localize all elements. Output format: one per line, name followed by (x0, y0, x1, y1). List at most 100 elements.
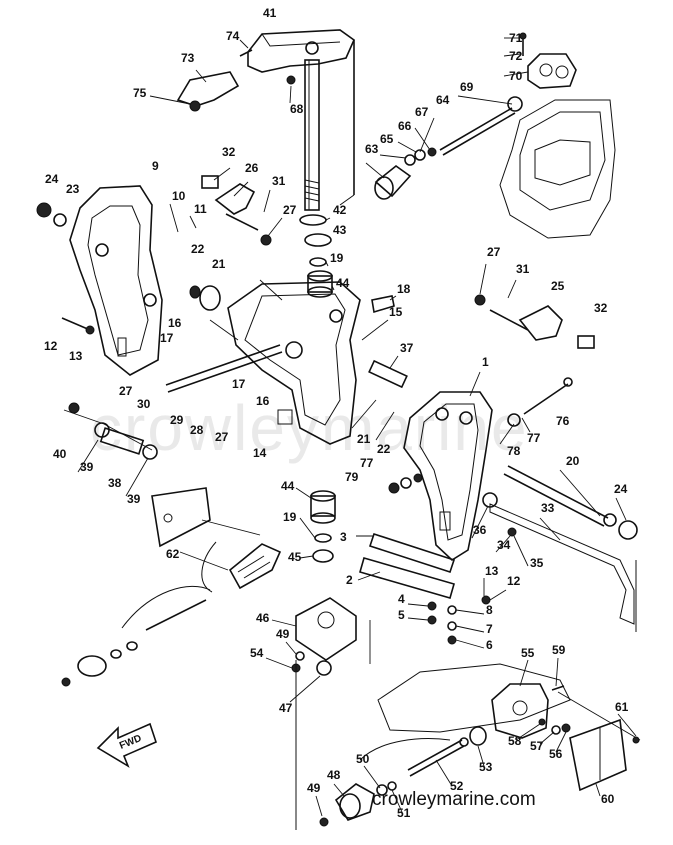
washer-42 (299, 214, 327, 226)
callout-c44b: 44 (281, 479, 295, 493)
bushing-39 (142, 444, 158, 460)
lever-25 (474, 294, 563, 341)
long-bolt-64 (439, 96, 523, 156)
callout-c32a: 32 (222, 145, 236, 159)
callout-c56: 56 (549, 747, 563, 761)
nut-68 (286, 75, 296, 85)
callout-c50: 50 (356, 752, 370, 766)
callout-c30: 30 (137, 397, 151, 411)
callout-c58: 58 (508, 734, 522, 748)
site-label: crowleymarine.com (372, 789, 536, 810)
callout-c36: 36 (473, 523, 487, 537)
watermark-text: crowleymarine (90, 392, 529, 464)
pin-34 (507, 527, 517, 537)
callout-c68: 68 (290, 102, 304, 116)
callout-c27d: 27 (215, 430, 229, 444)
plate-73 (176, 49, 253, 112)
callout-c34: 34 (497, 538, 511, 552)
callout-c32b: 32 (594, 301, 608, 315)
callout-c69: 69 (460, 80, 474, 94)
callout-c19b: 19 (283, 510, 297, 524)
callout-c24a: 24 (45, 172, 59, 186)
callout-c70: 70 (509, 69, 523, 83)
callout-c21b: 21 (357, 432, 371, 446)
washer-50 (376, 784, 388, 796)
callout-c77b: 77 (360, 456, 374, 470)
callout-c17a: 17 (160, 331, 174, 345)
callout-c24b: 24 (614, 482, 628, 496)
callout-c74: 74 (226, 29, 240, 43)
callout-c44a: 44 (336, 276, 350, 290)
bushing-63 (374, 164, 412, 200)
callout-c28: 28 (190, 423, 204, 437)
nut-27 (260, 234, 272, 246)
swivel-housing (227, 281, 361, 445)
collar-38 (99, 427, 145, 455)
block-32-right (577, 335, 595, 349)
callout-c48: 48 (327, 768, 341, 782)
callout-c37: 37 (400, 341, 414, 355)
cover-62 (228, 543, 282, 590)
bracket-33 (489, 503, 637, 632)
callout-c4: 4 (398, 592, 405, 606)
callout-c27c: 27 (119, 384, 133, 398)
callout-c7: 7 (486, 622, 493, 636)
callout-c31b: 31 (516, 262, 530, 276)
plate-left (151, 487, 211, 548)
callout-c11: 11 (194, 202, 207, 216)
callout-c52: 52 (450, 779, 464, 793)
callout-c33: 33 (541, 501, 555, 515)
washer-45 (312, 549, 334, 563)
callout-c79: 79 (345, 470, 359, 484)
callout-c22b: 22 (377, 442, 391, 456)
nut-49-lower (319, 817, 329, 827)
bolt-12-left (61, 317, 95, 335)
bushing-43 (304, 233, 332, 247)
callout-c76: 76 (556, 414, 570, 428)
callout-c2: 2 (346, 573, 353, 587)
callout-c15: 15 (389, 305, 403, 319)
callout-c55: 55 (521, 646, 535, 660)
callout-c27b: 27 (487, 245, 501, 259)
callout-c54: 54 (250, 646, 264, 660)
collar-36 (482, 492, 498, 508)
callout-c57: 57 (530, 739, 544, 753)
callout-c6: 6 (486, 638, 493, 652)
fwd-arrow-icon: FWD (96, 722, 157, 768)
callout-c42: 42 (333, 203, 347, 217)
callout-c38: 38 (108, 476, 122, 490)
long-bolt-52 (407, 737, 469, 777)
callout-c63: 63 (365, 142, 379, 156)
callout-c26: 26 (245, 161, 259, 175)
washer-23 (53, 213, 67, 227)
sender-55 (491, 683, 565, 739)
callout-c78: 78 (507, 444, 521, 458)
callout-c73: 73 (181, 51, 195, 65)
callout-c5: 5 (398, 608, 405, 622)
callout-c13a: 13 (69, 349, 83, 363)
callout-c18: 18 (397, 282, 411, 296)
callout-c64: 64 (436, 93, 450, 107)
callout-c17b: 17 (232, 377, 246, 391)
bushing-left-lower (61, 641, 138, 687)
lever-26 (214, 183, 259, 231)
plate-2 (359, 557, 455, 599)
plate-60 (569, 718, 627, 792)
callout-c8: 8 (486, 603, 493, 617)
callout-c9: 9 (152, 159, 159, 173)
callout-c23: 23 (66, 182, 80, 196)
callout-c3: 3 (340, 530, 347, 544)
bolt-37 (368, 359, 408, 389)
bushing-48 (334, 783, 375, 821)
callout-c61: 61 (615, 700, 629, 714)
nut-40 (68, 402, 80, 414)
nut-24 (36, 202, 52, 218)
leader-lines (63, 37, 637, 817)
tilt-tube-20 (503, 465, 638, 540)
swivel-bracket-9 (69, 185, 163, 376)
callout-c66: 66 (398, 119, 412, 133)
washers-65-67 (404, 147, 437, 166)
callout-c14: 14 (253, 446, 267, 460)
